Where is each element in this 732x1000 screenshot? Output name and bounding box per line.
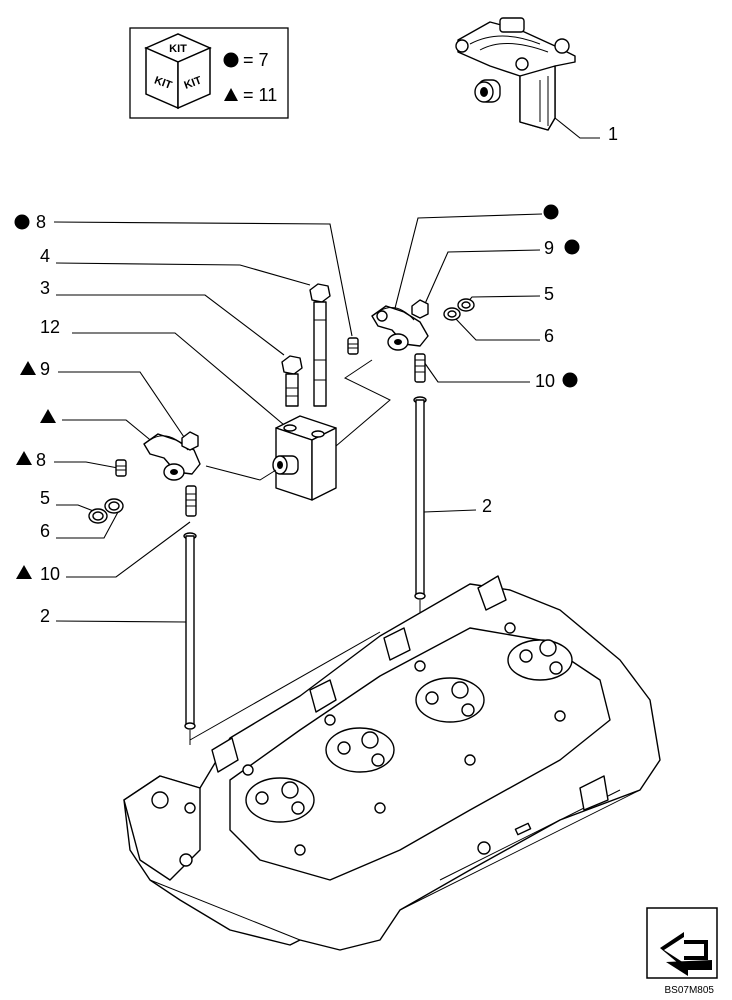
navigation-arrow-icon[interactable] <box>646 907 718 979</box>
kit-label-top: KIT <box>169 43 187 55</box>
adjuster-10-right <box>414 353 426 383</box>
triangle-marker-9 <box>20 361 36 375</box>
kit-label-right: KIT <box>183 74 204 91</box>
adjuster-10-left <box>185 485 197 517</box>
leader-3 <box>56 294 285 356</box>
leader-rocker-right <box>391 213 543 321</box>
screw-8-right <box>347 337 359 355</box>
leader-9-left <box>58 371 187 441</box>
pushrod-2-left <box>183 532 197 730</box>
rocker-arm-left <box>143 433 201 481</box>
leader-2-right <box>423 509 477 513</box>
leader-8-left <box>54 461 119 469</box>
leader-10-right <box>423 361 530 383</box>
callout-1: 1 <box>608 124 618 144</box>
callout-9-right: 9 <box>544 238 554 258</box>
cylinder-head <box>123 575 661 951</box>
kit-cube-icon: KIT KIT KIT <box>144 33 212 110</box>
support-block <box>272 415 337 501</box>
circle-kit-icon <box>223 52 239 68</box>
leader-10-left <box>66 521 191 578</box>
callout-5-right: 5 <box>544 284 554 304</box>
leader-4 <box>55 262 311 286</box>
triangle-marker-10 <box>16 565 32 579</box>
rocker-arm-right <box>371 305 429 351</box>
washer-5-left <box>88 508 108 524</box>
leader-5-right <box>465 295 541 305</box>
nut-9-left <box>181 431 199 451</box>
bolt-4 <box>309 283 331 407</box>
callout-2-left: 2 <box>40 606 50 626</box>
callout-3: 3 <box>40 278 50 298</box>
drawing-code: BS07M805 <box>665 985 715 996</box>
callout-9-left: 9 <box>40 359 50 379</box>
screw-8-left <box>115 459 127 477</box>
kit-label-left: KIT <box>153 75 174 92</box>
triangle-marker-8 <box>16 451 32 465</box>
kit-legend: KIT KIT KIT = 7 = 11 <box>129 27 289 119</box>
triangle-kit-icon <box>224 88 238 101</box>
pushrod-2-right <box>413 396 427 600</box>
circle-marker-9 <box>564 239 580 255</box>
circle-kit-count: = 7 <box>243 50 269 70</box>
leader-12 <box>72 332 291 431</box>
triangle-kit-count: = 11 <box>243 85 277 105</box>
shaft-line-left <box>205 465 277 481</box>
callout-12: 12 <box>40 317 60 337</box>
circle-marker-rocker <box>543 204 559 220</box>
callout-2-right: 2 <box>482 496 492 516</box>
washer-5-right <box>457 298 475 312</box>
bolt-3 <box>281 355 303 407</box>
leader-rocker-left <box>62 419 161 449</box>
leader-6-right <box>454 317 540 341</box>
circle-marker-10 <box>562 372 578 388</box>
leader-6-left <box>56 511 119 539</box>
triangle-marker-rocker <box>40 409 56 423</box>
washer-6-right <box>443 307 461 321</box>
circle-marker-8 <box>14 214 30 230</box>
rocker-assembly-illustration <box>455 17 576 131</box>
callout-8-left: 8 <box>36 450 46 470</box>
guide-line-left <box>189 631 381 741</box>
callout-4: 4 <box>40 246 50 266</box>
leader-9-right <box>423 249 541 307</box>
callout-5-left: 5 <box>40 488 50 508</box>
callout-6-left: 6 <box>40 521 50 541</box>
callout-8-top: 8 <box>36 212 46 232</box>
washer-6-left <box>104 498 124 514</box>
leader-1 <box>554 117 600 139</box>
callout-6-right: 6 <box>544 326 554 346</box>
nut-9-right <box>411 299 429 319</box>
leader-5-left <box>56 504 97 513</box>
leader-8-top <box>53 221 353 337</box>
leader-2-left <box>55 620 187 623</box>
callout-10-left: 10 <box>40 564 60 584</box>
shaft-line-right <box>335 359 391 447</box>
callout-10-right: 10 <box>535 371 555 391</box>
